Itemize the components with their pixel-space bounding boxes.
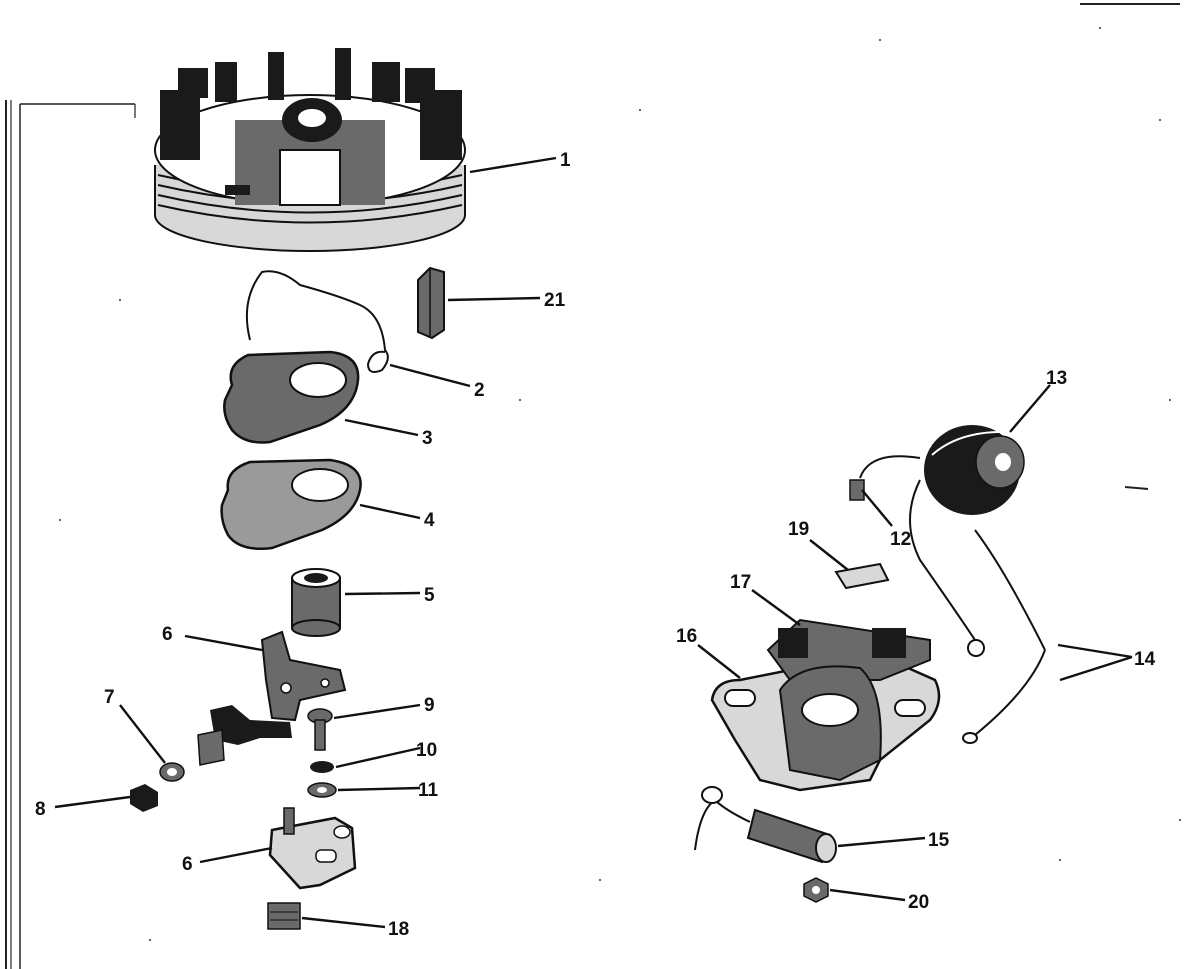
callout-6-plate: 6: [182, 854, 193, 875]
screw-part: [307, 708, 333, 751]
callout-12: 12: [890, 529, 911, 550]
callout-1: 1: [560, 150, 571, 171]
callout-5: 5: [424, 585, 435, 606]
breaker-arm-part: [260, 630, 347, 722]
leader-lines: [54, 156, 1133, 929]
callout-8: 8: [35, 799, 46, 820]
callout-11: 11: [418, 780, 439, 801]
flywheel-part: [154, 48, 466, 252]
callout-17: 17: [730, 572, 751, 593]
nut-part: [130, 784, 158, 812]
breaker-plate-part: [268, 807, 357, 890]
callout-6-arm: 6: [162, 624, 173, 645]
callout-13: 13: [1046, 368, 1067, 389]
clip-part: [834, 562, 890, 590]
felt-part: [267, 902, 301, 930]
callout-9: 9: [424, 695, 435, 716]
callout-10: 10: [416, 740, 437, 761]
spring-part: [245, 270, 389, 373]
callout-14: 14: [1134, 649, 1156, 670]
callout-3: 3: [422, 428, 433, 449]
points-assembly-part: [197, 705, 292, 766]
gasket-part: [220, 458, 362, 550]
lock-washer-part: [310, 761, 334, 773]
callout-4: 4: [424, 510, 435, 531]
cam-part: [291, 568, 341, 637]
callout-19: 19: [788, 519, 809, 540]
terminal-part: [849, 455, 985, 657]
stator-plate-part: [710, 618, 941, 792]
washer-part: [307, 782, 337, 798]
callout-7: 7: [104, 687, 115, 708]
coil-part: [924, 425, 1025, 515]
callout-18: 18: [388, 919, 409, 940]
sheet-border: [5, 3, 1180, 969]
callout-2: 2: [474, 380, 485, 401]
scan-specks: [59, 27, 1181, 941]
condenser-part: [694, 786, 837, 864]
callout-20: 20: [908, 892, 929, 913]
callout-labels: 1 21 2 3 4 5 6 7 8 9 10 11 6 18 13 12 19…: [35, 150, 1156, 940]
nut-20-part: [803, 877, 829, 903]
key-part: [417, 266, 445, 340]
cover-part: [223, 350, 360, 444]
washer-7-part: [159, 762, 185, 782]
callout-16: 16: [676, 626, 697, 647]
callout-15: 15: [928, 830, 950, 851]
ground-lead-part: [962, 529, 1046, 744]
callout-21: 21: [544, 290, 566, 311]
